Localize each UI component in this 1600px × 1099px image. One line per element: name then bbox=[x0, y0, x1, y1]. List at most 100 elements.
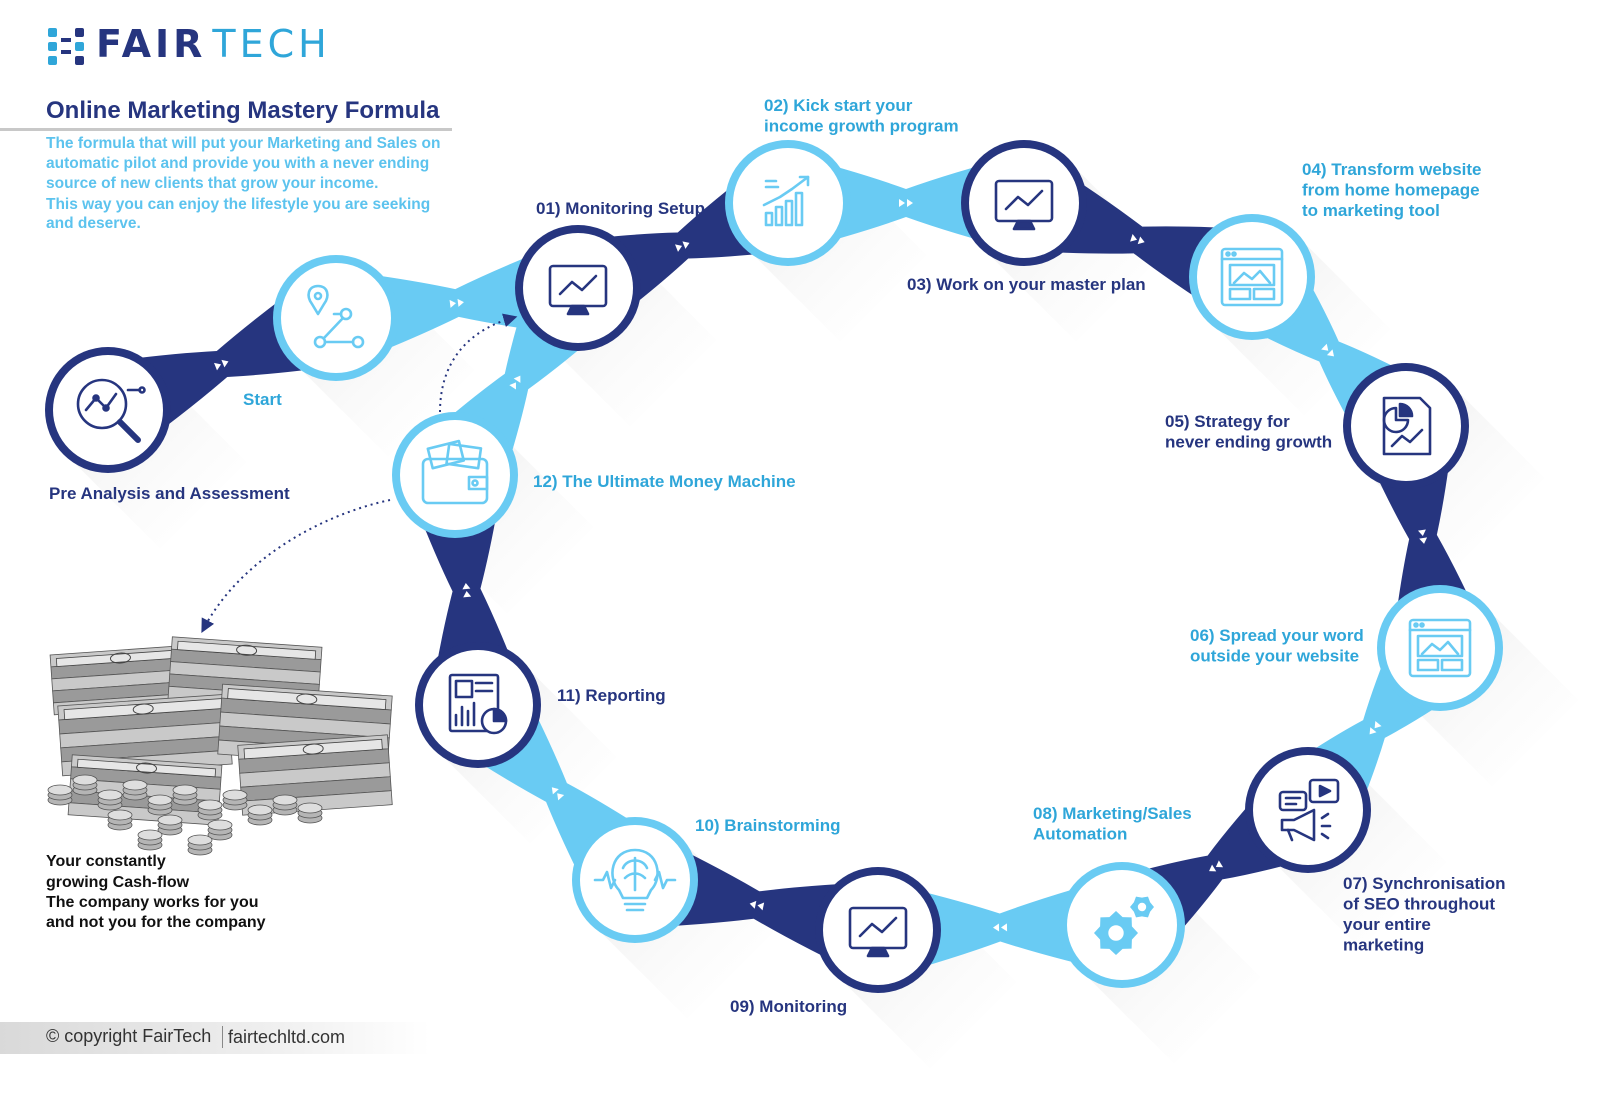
direction-chevrons bbox=[214, 199, 1428, 932]
step-label-s05: 05) Strategy for never ending growth bbox=[1165, 412, 1332, 452]
step-label-line: never ending growth bbox=[1165, 433, 1332, 452]
node-face bbox=[1385, 593, 1495, 703]
step-node-s08 bbox=[1059, 862, 1185, 988]
coin bbox=[72, 774, 98, 796]
node-face bbox=[423, 650, 533, 760]
cashflow-line: and not you for the company bbox=[46, 914, 266, 931]
coin bbox=[272, 794, 298, 816]
megaphone-video-icon bbox=[1278, 778, 1340, 842]
title-underline bbox=[0, 128, 452, 131]
strategy-document-icon bbox=[1382, 396, 1432, 456]
step-labels: Pre Analysis and Assessment Start 01) Moni… bbox=[49, 96, 1505, 1016]
monitor-chart-icon bbox=[548, 264, 608, 316]
step-label-s01: 01) Monitoring Setup bbox=[536, 199, 705, 218]
coin bbox=[47, 784, 73, 806]
flow-chevron-icon bbox=[1321, 343, 1335, 357]
step-node-s12 bbox=[392, 412, 518, 538]
step-label-line: 09) Monitoring bbox=[730, 997, 847, 1016]
step-label-line: marketing bbox=[1343, 936, 1424, 955]
step-node-s03 bbox=[961, 140, 1087, 266]
step-label-start: Start bbox=[243, 390, 282, 409]
step-node-s01 bbox=[515, 225, 641, 351]
wallet-money-icon bbox=[421, 439, 489, 505]
flow-chevron-icon bbox=[1209, 860, 1224, 872]
flow-chevron-icon bbox=[899, 199, 913, 207]
coin bbox=[172, 784, 198, 806]
step-node-s02 bbox=[725, 140, 851, 266]
flow-chevron-icon bbox=[1369, 721, 1382, 735]
step-label-s11: 11) Reporting bbox=[557, 686, 666, 705]
step-node-s05 bbox=[1343, 363, 1469, 489]
step-label-line: outside your website bbox=[1190, 647, 1359, 666]
brand-tech: TECH bbox=[211, 22, 330, 66]
step-label-line: to marketing tool bbox=[1302, 201, 1440, 220]
flow-chevron-icon bbox=[675, 241, 690, 252]
brand-fair: FAIR bbox=[96, 22, 206, 66]
node-face bbox=[400, 420, 510, 530]
coin bbox=[297, 802, 323, 824]
step-node-start bbox=[273, 255, 399, 381]
step-label-line: 01) Monitoring Setup bbox=[536, 199, 705, 218]
step-label-line: income growth program bbox=[764, 117, 959, 136]
intro-line: The formula that will put your Marketing… bbox=[46, 135, 440, 152]
connector-band bbox=[788, 153, 1024, 253]
step-node-pre bbox=[45, 347, 171, 473]
flow-chevron-icon bbox=[509, 375, 521, 390]
step-label-s10: 10) Brainstorming bbox=[695, 816, 840, 835]
step-label-line: 05) Strategy for bbox=[1165, 412, 1290, 431]
footer-copyright: © copyright FairTech bbox=[46, 1026, 211, 1046]
coin bbox=[222, 789, 248, 811]
step-label-line: Pre Analysis and Assessment bbox=[49, 484, 290, 503]
growth-chart-icon bbox=[762, 175, 810, 227]
coin bbox=[147, 794, 173, 816]
page-title: Online Marketing Mastery Formula bbox=[46, 97, 440, 124]
dotted-arrow-to-cash bbox=[201, 499, 391, 633]
node-face bbox=[281, 263, 391, 373]
coin bbox=[122, 779, 148, 801]
step-label-pre: Pre Analysis and Assessment bbox=[49, 484, 290, 503]
flow-chevron-icon bbox=[462, 583, 472, 598]
website-layout-icon bbox=[1408, 618, 1472, 678]
coin bbox=[247, 804, 273, 826]
monitor-chart-icon bbox=[848, 906, 908, 958]
step-label-line: your entire bbox=[1343, 915, 1431, 934]
step-label-s03: 03) Work on your master plan bbox=[907, 275, 1146, 294]
step-label-line: 03) Work on your master plan bbox=[907, 275, 1146, 294]
flow-chevron-icon bbox=[1130, 234, 1145, 245]
intro-line: This way you can enjoy the lifestyle you… bbox=[46, 196, 430, 213]
intro-text: The formula that will put your Marketing… bbox=[46, 135, 440, 232]
logo-mark-icon bbox=[48, 28, 84, 65]
dotted-arrow-to-01 bbox=[439, 313, 518, 413]
lightbulb-brain-icon bbox=[593, 848, 677, 912]
flow-chevron-icon bbox=[214, 359, 229, 371]
step-node-s09 bbox=[815, 867, 941, 993]
footer-divider bbox=[222, 1026, 223, 1048]
node-face bbox=[733, 148, 843, 258]
flow-chevron-icon bbox=[749, 900, 765, 911]
step-label-line: 08) Marketing/Sales bbox=[1033, 804, 1192, 823]
coin bbox=[187, 834, 213, 856]
intro-line: and deserve. bbox=[46, 215, 141, 232]
step-label-line: 12) The Ultimate Money Machine bbox=[533, 472, 796, 491]
step-nodes bbox=[45, 140, 1503, 993]
cashflow-line: growing Cash-flow bbox=[46, 874, 190, 891]
step-label-line: Start bbox=[243, 390, 282, 409]
flow-chevron-icon bbox=[551, 787, 565, 801]
cashflow-line: Your constantly bbox=[46, 853, 166, 870]
coin bbox=[107, 809, 133, 831]
intro-line: automatic pilot and provide you with a n… bbox=[46, 155, 429, 172]
money-pile-icon bbox=[47, 636, 393, 856]
footer-website[interactable]: fairtechltd.com bbox=[228, 1027, 345, 1047]
step-label-line: 07) Synchronisation bbox=[1343, 874, 1505, 893]
step-label-s09: 09) Monitoring bbox=[730, 997, 847, 1016]
flow-chevron-icon bbox=[993, 923, 1008, 932]
step-node-s06 bbox=[1377, 585, 1503, 711]
step-label-line: 11) Reporting bbox=[557, 686, 666, 705]
coin bbox=[197, 799, 223, 821]
step-label-line: 02) Kick start your bbox=[764, 96, 913, 115]
cashflow-text: Your constantly growing Cash-flow The co… bbox=[46, 853, 266, 931]
